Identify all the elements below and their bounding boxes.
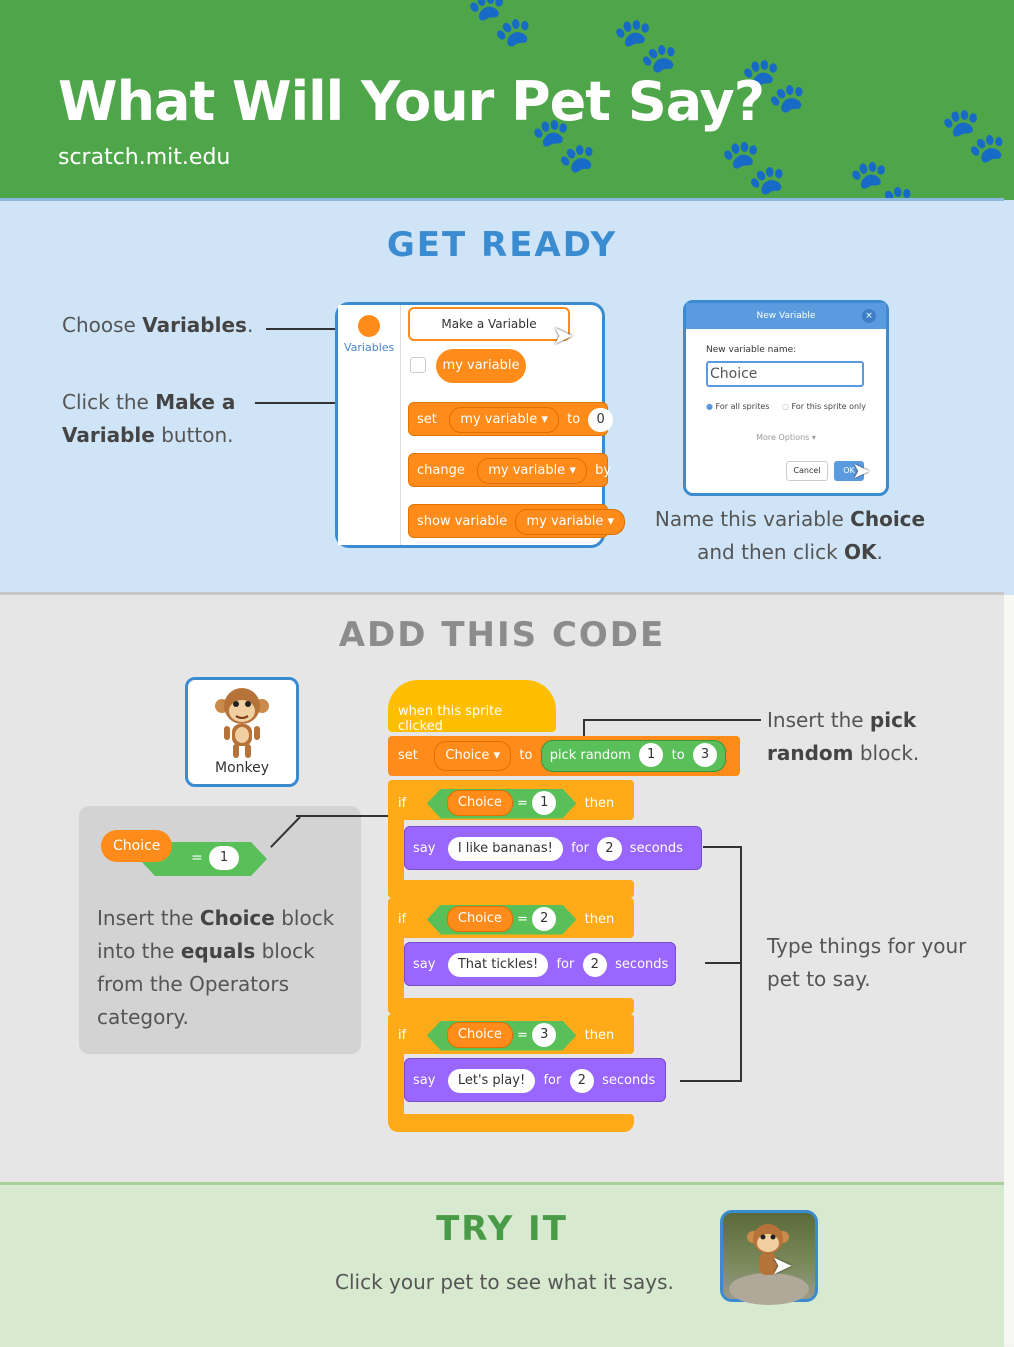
note-choose-variables: Choose Variables. bbox=[62, 313, 254, 337]
get-ready-heading: GET READY bbox=[386, 225, 618, 265]
monkey-sprite-tile[interactable]: Monkey bbox=[185, 677, 299, 787]
cursor-icon: ➤ bbox=[852, 459, 871, 484]
site-url: scratch.mit.edu bbox=[58, 145, 231, 170]
if-block-3-arm bbox=[388, 1014, 404, 1124]
sprite-name: Monkey bbox=[214, 760, 270, 776]
paw-print-icon: 🐾 bbox=[720, 135, 788, 198]
choice-hint-box: Choice = 1 Insert the Choice block into … bbox=[79, 806, 361, 1054]
make-variable-button[interactable]: Make a Variable bbox=[408, 307, 570, 341]
change-variable-block[interactable]: change my variable ▾ by bbox=[408, 453, 611, 487]
monkey-icon bbox=[215, 688, 269, 758]
if-block-1-foot bbox=[388, 880, 634, 898]
if-condition-1: if Choice = 1 then bbox=[398, 786, 614, 822]
code-script: when this sprite clicked set Choice ▾ to… bbox=[388, 680, 748, 1140]
set-choice-block[interactable]: set Choice ▾ to pick random 1 to 3 bbox=[388, 736, 740, 776]
cursor-icon: ➤ bbox=[552, 321, 574, 351]
pick-random-block[interactable]: pick random 1 to 3 bbox=[540, 739, 727, 772]
if-block-2-arm bbox=[388, 898, 404, 1008]
close-icon[interactable]: × bbox=[862, 309, 876, 323]
cursor-icon: ➤ bbox=[771, 1251, 793, 1281]
paw-print-icon: 🐾 bbox=[466, 0, 534, 50]
adjacent-card-edge bbox=[1004, 0, 1014, 1344]
if-block-3-foot bbox=[388, 1114, 634, 1132]
variables-category-icon[interactable] bbox=[358, 315, 380, 337]
when-sprite-clicked-block[interactable]: when this sprite clicked bbox=[388, 680, 556, 734]
variable-checkbox[interactable] bbox=[410, 357, 426, 373]
show-variable-block[interactable]: show variable my variable ▾ bbox=[408, 504, 626, 538]
stage-thumbnail[interactable]: ➤ bbox=[720, 1210, 818, 1305]
leader-line bbox=[583, 719, 585, 743]
say-block-3[interactable]: say Let's play! for 2 seconds bbox=[404, 1058, 666, 1102]
say-block-2[interactable]: say That tickles! for 2 seconds bbox=[404, 942, 676, 986]
leader-line bbox=[266, 328, 342, 330]
my-variable-reporter[interactable]: my variable bbox=[436, 349, 526, 383]
paw-print-icon: 🐾 bbox=[940, 103, 1008, 166]
try-it-text: Click your pet to see what it says. bbox=[335, 1270, 674, 1294]
equals-sign: = bbox=[191, 850, 203, 866]
try-it-heading: TRY IT bbox=[436, 1209, 568, 1249]
dialog-title: New Variable bbox=[686, 303, 886, 329]
add-code-heading: ADD THIS CODE bbox=[338, 615, 666, 655]
paw-print-icon: 🐾 bbox=[740, 53, 808, 116]
leader-line bbox=[255, 402, 341, 404]
bracket-line bbox=[740, 846, 742, 1080]
ok-button[interactable]: OK bbox=[834, 461, 864, 481]
note-pick-random: Insert the pick random block. bbox=[767, 708, 920, 765]
paw-print-icon: 🐾 bbox=[530, 113, 598, 176]
if-block-2-foot bbox=[388, 998, 634, 1014]
note-make-variable: Click the Make a Variable button. bbox=[62, 390, 236, 447]
new-variable-dialog: New Variable × New variable name: Choice… bbox=[683, 300, 889, 496]
equals-value[interactable]: 1 bbox=[209, 846, 239, 870]
note-type-things: Type things for your pet to say. bbox=[767, 934, 967, 991]
category-sidebar: Variables bbox=[338, 305, 401, 545]
monkey-stage-icon bbox=[729, 1224, 809, 1305]
bracket-line bbox=[680, 1080, 742, 1082]
leader-line bbox=[296, 815, 456, 817]
leader-line bbox=[583, 719, 761, 721]
variable-name-label: New variable name: bbox=[706, 345, 797, 355]
try-it-section: TRY IT bbox=[0, 1182, 1004, 1347]
header: 🐾 🐾 🐾 🐾 🐾 🐾 🐾 What Will Your Pet Say? sc… bbox=[0, 0, 1008, 214]
note-insert-choice: Insert the Choice block into the equals … bbox=[97, 906, 335, 1029]
bracket-line bbox=[703, 846, 741, 848]
choice-reporter[interactable]: Choice bbox=[101, 830, 173, 862]
set-variable-block[interactable]: set my variable ▾ to 0 bbox=[408, 402, 613, 436]
if-block-1-arm bbox=[388, 780, 404, 890]
bracket-line bbox=[705, 962, 741, 964]
note-name-variable: Name this variable Choice and then click… bbox=[654, 507, 926, 564]
for-this-sprite-radio[interactable]: ○ For this sprite only bbox=[782, 402, 866, 411]
if-condition-3: if Choice = 3 then bbox=[398, 1018, 614, 1054]
variable-name-input[interactable]: Choice bbox=[706, 361, 864, 387]
say-block-1[interactable]: say I like bananas! for 2 seconds bbox=[404, 826, 702, 870]
blocks-palette: Variables Make a Variable ➤ my variable … bbox=[335, 302, 626, 548]
if-condition-2: if Choice = 2 then bbox=[398, 902, 614, 938]
for-all-sprites-radio[interactable]: ● For all sprites bbox=[706, 402, 770, 411]
cancel-button[interactable]: Cancel bbox=[786, 461, 828, 481]
variables-category-label[interactable]: Variables bbox=[344, 341, 395, 354]
more-options-link[interactable]: More Options ▾ bbox=[756, 433, 816, 442]
page-title: What Will Your Pet Say? bbox=[58, 70, 765, 133]
paw-print-icon: 🐾 bbox=[612, 13, 680, 76]
